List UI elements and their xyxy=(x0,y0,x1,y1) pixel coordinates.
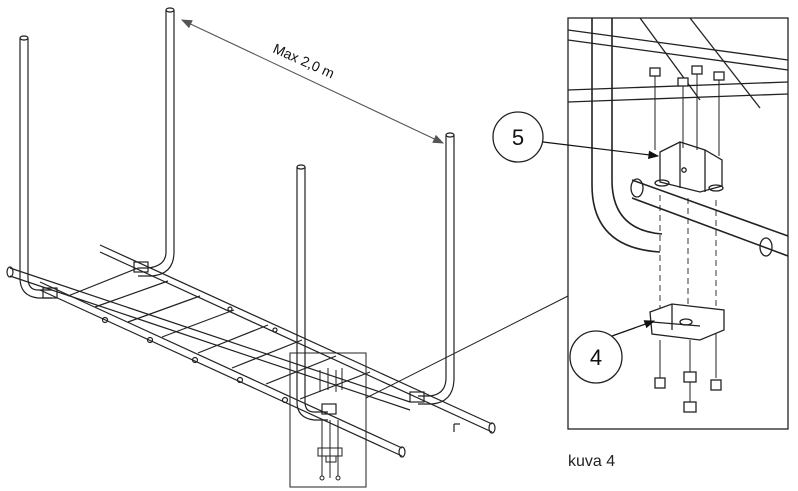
ladder-assembly xyxy=(6,7,496,458)
callout-4: 4 xyxy=(569,320,656,384)
dimension-arrow xyxy=(181,19,444,144)
callout-circle xyxy=(492,111,544,163)
callout-leader xyxy=(542,141,660,160)
detail-frame-small xyxy=(289,352,367,488)
figure-caption: kuva 4 xyxy=(568,453,616,470)
callout-5: 5 xyxy=(492,111,660,163)
dimension-annotation: Max 2,0 m xyxy=(181,19,444,144)
dimension-label: Max 2,0 m xyxy=(271,40,337,81)
callout-circle xyxy=(569,330,623,384)
callout-number: 5 xyxy=(512,125,524,150)
callout-leader xyxy=(611,320,656,337)
detail-leader-line xyxy=(365,295,569,399)
callout-number: 4 xyxy=(590,345,602,370)
